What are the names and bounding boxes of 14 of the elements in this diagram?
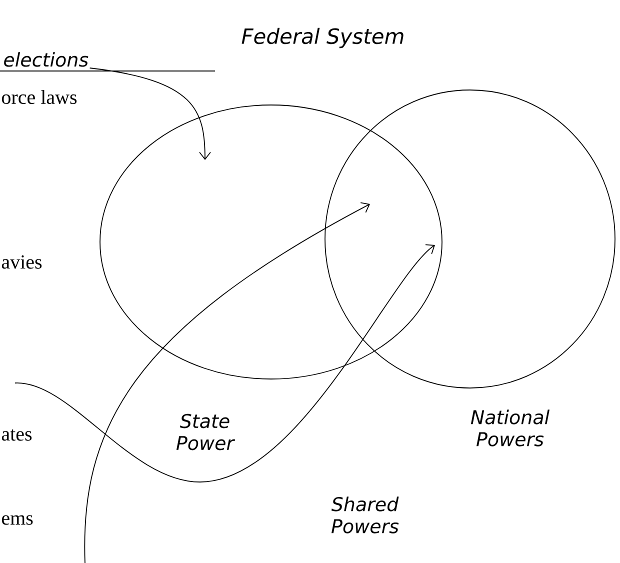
text-fragment: ems (2, 515, 33, 525)
arrow (89, 68, 211, 160)
title: Federal System (242, 28, 404, 48)
handwritten-label: State Power (176, 414, 236, 450)
arrow (84, 202, 370, 563)
handwritten-label: National Powers (470, 410, 550, 446)
text-fragment: ates (2, 429, 32, 441)
handwritten-label: Shared Powers (331, 496, 399, 534)
text-fragment: orce laws (2, 90, 77, 104)
text-fragment: avies (2, 255, 42, 269)
arrow (14, 244, 435, 482)
circle (324, 90, 616, 388)
circle (100, 104, 442, 380)
underlined-handwriting: elections (0, 52, 216, 72)
